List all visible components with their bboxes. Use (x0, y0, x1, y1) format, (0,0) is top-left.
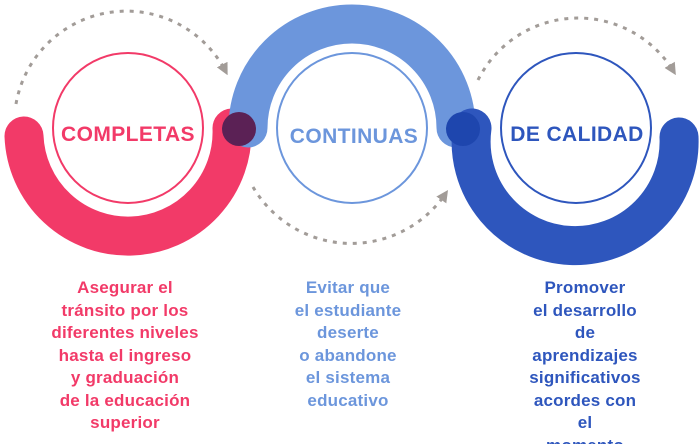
junction-dot-1 (222, 112, 256, 146)
dashed-arrow-1 (14, 9, 228, 105)
step-label-completas: COMPLETAS (61, 123, 195, 146)
step-description-completas: Asegurar el tránsito por los diferentes … (51, 278, 199, 432)
step-description-de-calidad: Promover el desarrollo de aprendizajes s… (529, 278, 641, 444)
thick-arc-de-calidad (451, 108, 699, 266)
step-label-continuas: CONTINUAS (289, 125, 419, 148)
label-circle-continuas (276, 52, 428, 204)
dashed-arrow-2 (251, 186, 449, 245)
junction-dot-2 (446, 112, 480, 146)
label-circle-completas (52, 52, 204, 204)
thick-arc-continuas (228, 4, 476, 148)
label-circle-de-calidad (500, 52, 652, 204)
step-label-de-calidad: DE CALIDAD (510, 123, 644, 146)
dashed-arrow-3 (476, 16, 676, 81)
thick-arc-completas (4, 108, 252, 256)
step-description-continuas: Evitar que el estudiante deserte o aband… (294, 278, 402, 410)
